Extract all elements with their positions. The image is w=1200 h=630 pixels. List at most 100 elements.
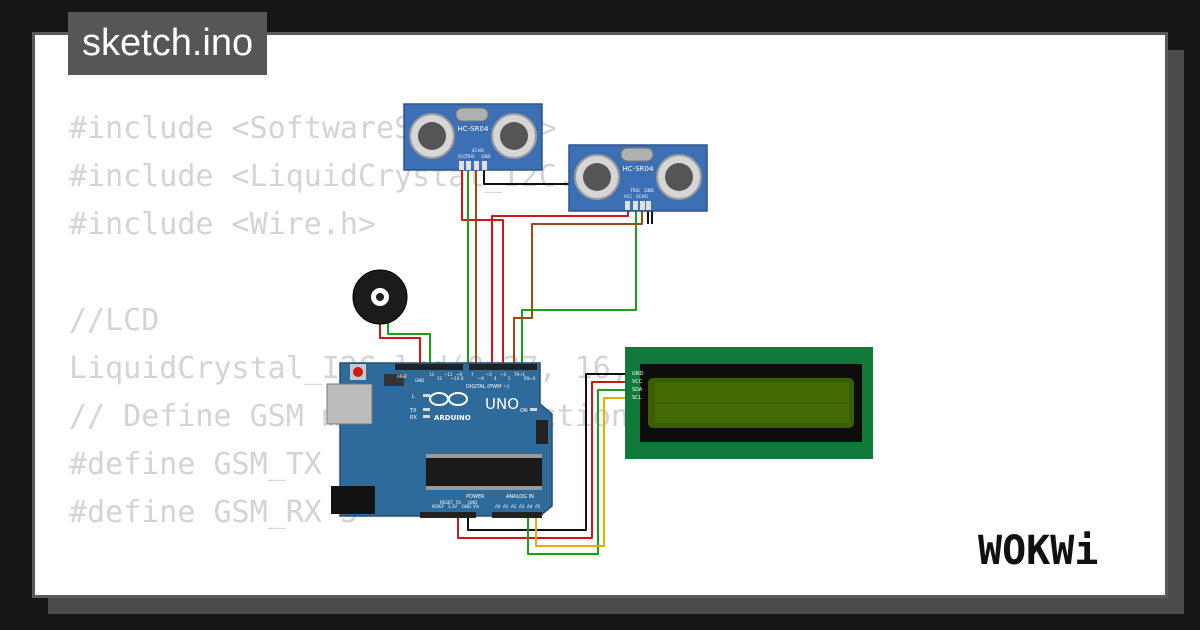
pin-label: A1 xyxy=(503,504,509,509)
pin-label: TX→1 xyxy=(513,372,526,377)
chip-pins-top xyxy=(426,454,542,458)
sketch-title-tab[interactable]: sketch.ino xyxy=(68,12,268,75)
sensor-pin xyxy=(633,201,638,210)
pin-label: 13 xyxy=(429,372,435,377)
sensor-pin-label: VCC xyxy=(624,194,633,199)
wire-lcd-sda xyxy=(527,389,630,555)
header-digital-left xyxy=(395,364,463,370)
microcontroller-chip xyxy=(426,458,542,486)
pin-label: GND xyxy=(415,378,424,383)
wire-sensor1-vcc xyxy=(461,170,504,363)
sensor-crystal xyxy=(620,147,654,162)
buzzer[interactable] xyxy=(352,269,408,325)
header-power xyxy=(420,512,476,518)
pin-label: 4 xyxy=(494,376,497,381)
transducer-mesh xyxy=(418,122,446,150)
sensor-pin-label: ECHO xyxy=(472,148,483,153)
led-tx-label: TX xyxy=(409,408,417,414)
pin-label: Vin xyxy=(473,504,480,509)
led-on xyxy=(530,408,537,411)
wire-lcd-vcc xyxy=(457,381,630,539)
wokwi-logo: WOKWi xyxy=(978,528,1098,574)
transducer-mesh xyxy=(500,122,528,150)
pin-label: 5V xyxy=(456,500,462,505)
analog-label: ANALOG IN xyxy=(506,494,534,500)
sensor-pin xyxy=(640,201,645,210)
wire-buzzer-gnd xyxy=(379,322,421,363)
led-rx xyxy=(423,415,430,418)
sensor-pin xyxy=(466,161,471,170)
usb-connector-icon xyxy=(326,383,373,425)
pin-label: GND xyxy=(462,504,471,509)
header-icsp xyxy=(536,420,548,444)
wire-sensor2-trig xyxy=(521,208,637,363)
transducer-mesh xyxy=(665,163,693,191)
power-label: POWER xyxy=(466,494,485,500)
pin-label: 12 xyxy=(437,376,443,381)
sensor-pin xyxy=(625,201,630,210)
pin-label: 7 xyxy=(471,372,474,377)
pin-label: ~11 xyxy=(444,372,453,377)
sensor-pin-label: GND xyxy=(481,154,490,159)
code-line: //LCD xyxy=(69,303,160,338)
pin-label: A4 xyxy=(527,504,533,509)
wires xyxy=(379,170,653,555)
pin-label: 3.3V xyxy=(448,504,457,509)
arduino-model: UNO xyxy=(485,395,519,413)
wire-sensor2-vcc xyxy=(491,208,629,363)
sensor-pin xyxy=(459,161,464,170)
pin-label: A3 xyxy=(519,504,525,509)
sensor-pin-label: ECHO xyxy=(636,194,647,199)
lcd-display[interactable]: GND VCC SDA SCL xyxy=(625,347,873,459)
pin-label: A5 xyxy=(535,504,541,509)
pin-label: 8 xyxy=(461,376,464,381)
code-line: #define GSM_TX 2 xyxy=(69,447,358,482)
pin-label: RX←0 xyxy=(524,376,536,381)
sensor-label: HC-SR04 xyxy=(623,165,654,173)
chip-pins-bottom xyxy=(426,486,542,490)
header-digital-right xyxy=(469,364,537,370)
pin-label: ~3 xyxy=(500,372,506,377)
led-on-label: ON xyxy=(520,408,528,414)
wire-buzzer-signal xyxy=(387,322,431,363)
sensor-pin xyxy=(474,161,479,170)
pin-label: A2 xyxy=(511,504,517,509)
led-rx-label: RX xyxy=(410,415,417,421)
sensor-crystal xyxy=(455,107,489,122)
lcd-pin-label: SDA xyxy=(632,387,643,393)
ultrasonic-sensor-1[interactable]: HC-SR04 VCC TRIG ECHO GND xyxy=(403,103,543,171)
reset-button-cap xyxy=(353,367,363,377)
power-jack-icon xyxy=(331,486,375,514)
arduino-brand: ARDUINO xyxy=(434,414,471,422)
transducer-mesh xyxy=(583,163,611,191)
pin-label: GND xyxy=(468,500,477,505)
pin-label: 2 xyxy=(508,376,511,381)
lcd-pin-label: VCC xyxy=(632,379,643,385)
buzzer-hole-center xyxy=(376,293,384,301)
header-analog xyxy=(492,512,542,518)
pin-label: ~10 xyxy=(451,376,460,381)
ultrasonic-sensor-2[interactable]: HC-SR04 VCC TRIG ECHO GND xyxy=(568,144,708,212)
code-line: #define GSM_RX 3 xyxy=(69,495,358,530)
lcd-pin-label: SCL xyxy=(632,395,642,401)
sensor-pin-label: TRIG xyxy=(629,188,640,193)
digital-label: DIGITAL (PWM ~) xyxy=(466,384,509,390)
led-l xyxy=(423,394,430,397)
wire-lcd-gnd xyxy=(467,373,630,531)
led-l-label: L xyxy=(412,394,415,400)
sensor-pin-label: TRIG xyxy=(464,154,475,159)
arduino-uno[interactable]: AREF GND 13 12 ~11 ~10 ~9 8 7 ~6 ~5 4 ~3… xyxy=(326,362,553,518)
header-icsp2 xyxy=(384,374,404,386)
sensor-label: HC-SR04 xyxy=(458,125,489,133)
sensor-pin xyxy=(646,201,651,210)
pin-label: A0 xyxy=(495,504,501,509)
arduino-logo-icon xyxy=(448,392,468,406)
sensor-pin-label: GND xyxy=(644,188,653,193)
pin-label: IOREF xyxy=(432,504,445,509)
pin-label: RESET xyxy=(440,500,453,505)
code-line: #include <Wire.h> xyxy=(69,207,377,242)
lcd-pin-label: GND xyxy=(632,371,644,377)
pin-label: ~6 xyxy=(478,376,484,381)
lcd-char-cells xyxy=(655,383,849,423)
